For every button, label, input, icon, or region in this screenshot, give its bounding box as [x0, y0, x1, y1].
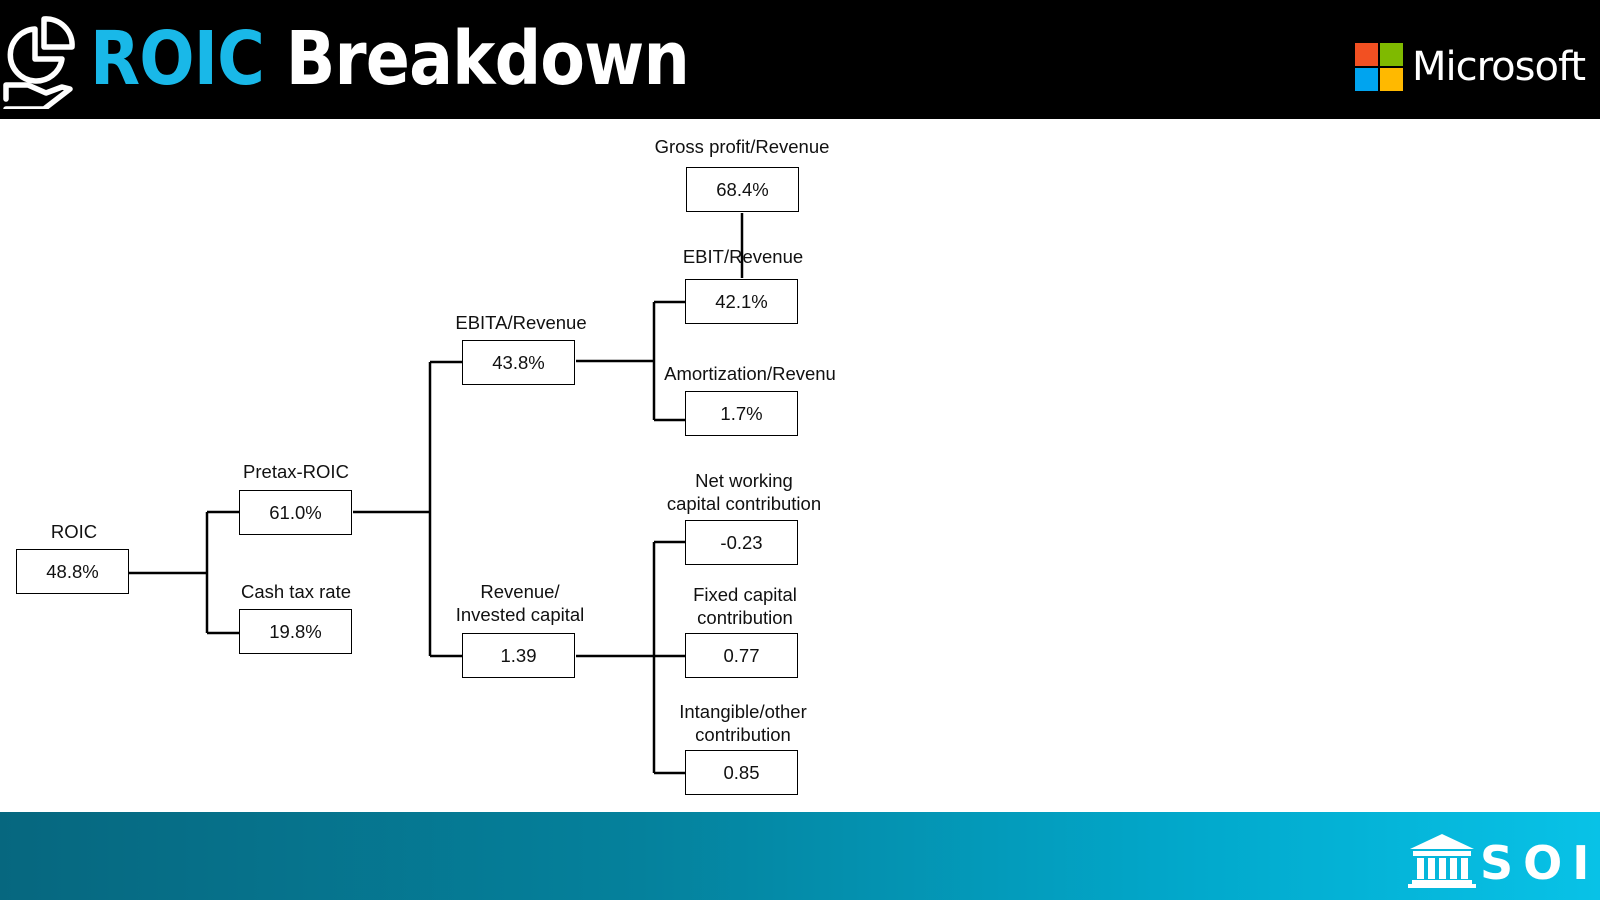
node-label-amortization-revenue: Amortization/Revenu [664, 363, 836, 384]
node-value-roic: 48.8% [16, 549, 129, 594]
node-value-fixed-capital: 0.77 [685, 633, 798, 678]
title-accent: ROIC [90, 16, 265, 102]
node-label-revenue-invested-capital: Revenue/ Invested capital [455, 581, 585, 625]
footer-brand: SOIC [1480, 836, 1600, 890]
building-columns-icon [1408, 834, 1476, 888]
node-value-ebit-revenue: 42.1% [685, 279, 798, 324]
node-value-revenue-invested-capital: 1.39 [462, 633, 575, 678]
footer-bar [0, 812, 1600, 900]
node-label-intangible-other: Intangible/other contribution [679, 701, 807, 745]
node-value-net-working-capital: -0.23 [685, 520, 798, 565]
node-value-pretax-roic: 61.0% [239, 490, 352, 535]
node-label-net-working-capital: Net working capital contribution [666, 470, 822, 514]
node-label-ebita-revenue: EBITA/Revenue [455, 312, 587, 333]
hand-holding-pie-chart-icon [3, 16, 75, 109]
page-title: ROIC Breakdown [90, 14, 690, 104]
node-label-ebit-revenue: EBIT/Revenue [682, 246, 804, 267]
node-value-intangible-other: 0.85 [685, 750, 798, 795]
node-value-amortization-revenue: 1.7% [685, 391, 798, 436]
title-rest: Breakdown [285, 16, 690, 102]
node-label-pretax-roic: Pretax-ROIC [243, 461, 349, 482]
node-label-roic: ROIC [50, 521, 98, 542]
node-label-fixed-capital: Fixed capital contribution [693, 584, 797, 628]
node-value-ebita-revenue: 43.8% [462, 340, 575, 385]
company-name: Microsoft [1412, 44, 1586, 90]
node-label-gross-profit-revenue: Gross profit/Revenue [654, 136, 830, 157]
node-value-gross-profit-revenue: 68.4% [686, 167, 799, 212]
node-label-cash-tax-rate: Cash tax rate [240, 581, 352, 602]
header-bar: ROIC Breakdown Microsoft [0, 0, 1600, 119]
microsoft-logo-icon [1355, 43, 1403, 91]
node-value-cash-tax-rate: 19.8% [239, 609, 352, 654]
